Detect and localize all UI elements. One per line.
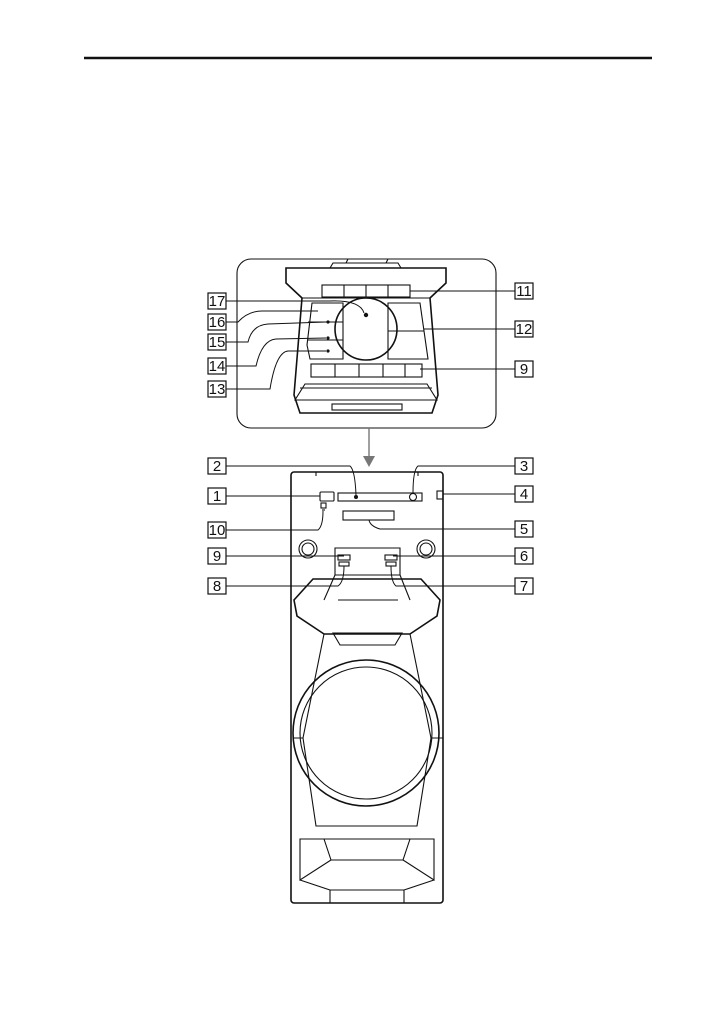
callout-10-label: 10 <box>209 522 226 539</box>
callout-13: 13 <box>208 381 226 398</box>
callout-10: 10 <box>208 522 226 539</box>
callout-5: 5 <box>515 521 533 538</box>
callout-2-label: 2 <box>213 458 221 475</box>
callout-7-label: 7 <box>520 578 528 595</box>
callout-6-label: 6 <box>520 548 528 565</box>
callout-16: 16 <box>208 314 226 331</box>
callout-15-label: 15 <box>209 334 226 351</box>
callout-11: 11 <box>515 283 533 300</box>
callout-13-label: 13 <box>209 381 226 398</box>
callout-14-label: 14 <box>209 358 226 375</box>
callout-12-label: 12 <box>516 321 533 338</box>
callout-5-label: 5 <box>520 521 528 538</box>
callout-9-inset-label: 9 <box>520 361 528 378</box>
callout-15: 15 <box>208 334 226 351</box>
callout-8: 8 <box>208 578 226 595</box>
callout-9-main: 9 <box>208 548 226 565</box>
callout-4: 4 <box>515 486 533 503</box>
zoom-arrow <box>363 428 375 467</box>
callout-2: 2 <box>208 458 226 475</box>
callout-16-label: 16 <box>209 314 226 331</box>
callout-9-main-label: 9 <box>213 548 221 565</box>
callout-1-label: 1 <box>213 488 221 505</box>
callout-9-inset: 9 <box>515 361 533 378</box>
speaker-unit <box>291 472 443 903</box>
callout-3-label: 3 <box>520 458 528 475</box>
callout-17: 17 <box>208 293 226 310</box>
callout-6: 6 <box>515 548 533 565</box>
callout-4-label: 4 <box>520 486 528 503</box>
callout-17-label: 17 <box>209 293 226 310</box>
inset-frame <box>237 259 496 428</box>
callout-7: 7 <box>515 578 533 595</box>
leader-lines <box>226 291 515 586</box>
callout-11-label: 11 <box>516 283 532 300</box>
callout-8-label: 8 <box>213 578 221 595</box>
callout-1: 1 <box>208 488 226 505</box>
callout-14: 14 <box>208 358 226 375</box>
callout-12: 12 <box>515 321 533 338</box>
top-panel-inset <box>237 259 496 428</box>
callout-3: 3 <box>515 458 533 475</box>
